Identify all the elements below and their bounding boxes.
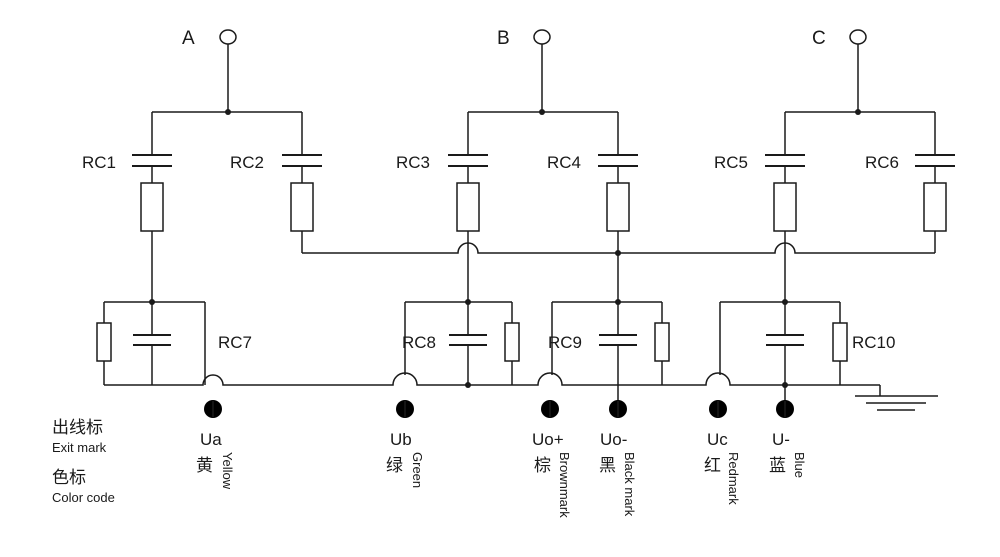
output-terminal-uo-minus: [609, 400, 627, 418]
phase-label-c: C: [812, 28, 826, 49]
legend-exit-mark-en: Exit mark: [52, 440, 107, 455]
output-color-cn-uc: 红: [704, 456, 721, 476]
label-rc9: RC9: [548, 333, 582, 352]
rc8-network: [404, 301, 520, 388]
terminal-a: [219, 29, 237, 115]
output-name-uc: Uc: [707, 430, 728, 449]
label-rc4: RC4: [547, 153, 581, 172]
rc2-branch: [282, 112, 322, 253]
rc4-branch: [598, 112, 638, 305]
output-name-u-minus: U-: [772, 430, 790, 449]
rc1-branch: [132, 112, 172, 305]
label-rc7: RC7: [218, 333, 252, 352]
rc9-network: [551, 301, 670, 403]
output-terminal-u-minus: [776, 400, 794, 418]
output-color-en-uo-plus: Brownmark: [557, 452, 572, 518]
output-name-ub: Ub: [390, 430, 412, 449]
rc6-branch: [915, 112, 955, 253]
output-color-en-ua: Yellow: [220, 452, 235, 490]
label-rc5: RC5: [714, 153, 748, 172]
phase-label-a: A: [182, 28, 195, 49]
ground-symbol: [855, 385, 938, 411]
label-rc6: RC6: [865, 153, 899, 172]
output-name-uo-minus: Uo-: [600, 430, 627, 449]
output-name-uo-plus: Uo+: [532, 430, 564, 449]
rc10-network: [719, 301, 848, 403]
output-color-en-uc: Redmark: [726, 452, 741, 505]
label-rc2: RC2: [230, 153, 264, 172]
output-color-cn-ua: 黄: [196, 456, 213, 476]
legend-color-code-en: Color code: [52, 490, 115, 505]
rc7-network: [96, 301, 206, 385]
label-rc8: RC8: [402, 333, 436, 352]
rc3-branch: [448, 112, 488, 305]
output-color-en-u-minus: Blue: [792, 452, 807, 478]
terminal-b: [533, 29, 551, 115]
terminal-c: [849, 29, 867, 115]
output-terminal-ub: [396, 400, 414, 418]
output-color-cn-uo-minus: 黑: [599, 456, 616, 476]
output-color-cn-uo-plus: 棕: [534, 456, 551, 476]
middle-bus-wire: [302, 242, 935, 254]
bottom-bus-wire: [104, 372, 880, 386]
output-name-ua: Ua: [200, 430, 222, 449]
label-rc1: RC1: [82, 153, 116, 172]
output-terminal-ua: [204, 400, 222, 418]
output-color-en-ub: Green: [410, 452, 425, 488]
label-rc3: RC3: [396, 153, 430, 172]
phase-label-b: B: [497, 28, 510, 49]
legend-color-code-cn: 色标: [52, 468, 86, 488]
output-terminal-uc: [709, 400, 727, 418]
label-rc10: RC10: [852, 333, 895, 352]
rc5-branch: [765, 112, 805, 305]
legend-exit-mark-cn: 出线标: [52, 418, 103, 438]
output-color-en-uo-minus: Black mark: [622, 452, 637, 517]
output-color-cn-u-minus: 蓝: [769, 456, 786, 476]
output-terminal-uo-plus: [541, 400, 559, 418]
output-color-cn-ub: 绿: [386, 456, 403, 476]
